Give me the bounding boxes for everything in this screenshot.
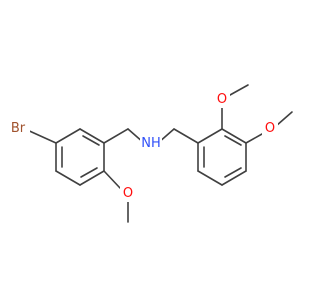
- bond-ring-left-a2-a3: [79, 128, 105, 144]
- atom-label-layer: Br NH O O O: [6, 91, 278, 202]
- bond-ring-right-inner-3: [224, 167, 242, 178]
- amine-label-bg: [140, 135, 162, 152]
- oxygen-top-label: O: [217, 92, 227, 107]
- bond-ring-left-a4-a5: [79, 170, 105, 186]
- bond-ring-right-b2-b3: [221, 128, 247, 144]
- bond-c-o-left: [103, 170, 121, 189]
- bond-ch2-ring-right: [173, 128, 199, 144]
- oxygen-top-label-bg: [214, 91, 230, 108]
- bond-ring-left-inner-2: [80, 167, 98, 178]
- oxygen-side-label-bg: [262, 120, 278, 137]
- bond-o-ch3-side: [275, 111, 293, 127]
- bromine-label: Br: [11, 121, 26, 136]
- bond-ring-left-a1-a2: [55, 128, 81, 144]
- bond-o-ch3-top: [229, 84, 249, 96]
- bond-ring-left-ch2: [103, 128, 129, 144]
- bond-c-br: [24, 128, 57, 144]
- oxygen-left-label-bg: [120, 185, 136, 202]
- bond-layer: [24, 84, 293, 223]
- methoxy-oxygen-left: O: [120, 185, 136, 202]
- bond-ring-right-inner-2: [224, 135, 242, 146]
- amine-label: NH: [141, 136, 161, 151]
- bond-ring-right-b5-b6: [197, 170, 223, 186]
- methoxy-oxygen-top: O: [214, 91, 230, 108]
- bond-ring-left-inner-1: [82, 135, 100, 146]
- bromine-atom: Br: [6, 120, 30, 137]
- bond-c-o-side: [245, 133, 263, 144]
- bond-ring-right-b1-b2: [197, 128, 223, 144]
- oxygen-left-label: O: [123, 186, 133, 201]
- bond-ring-left-a5-a6: [55, 170, 81, 186]
- molecule-structure-diagram: Br NH O O O: [6, 84, 293, 223]
- methoxy-oxygen-side: O: [262, 120, 278, 137]
- amine-atom: NH: [140, 135, 162, 152]
- bond-ring-right-b4-b5: [221, 170, 247, 186]
- oxygen-side-label: O: [265, 121, 275, 136]
- bromine-label-bg: [6, 120, 30, 137]
